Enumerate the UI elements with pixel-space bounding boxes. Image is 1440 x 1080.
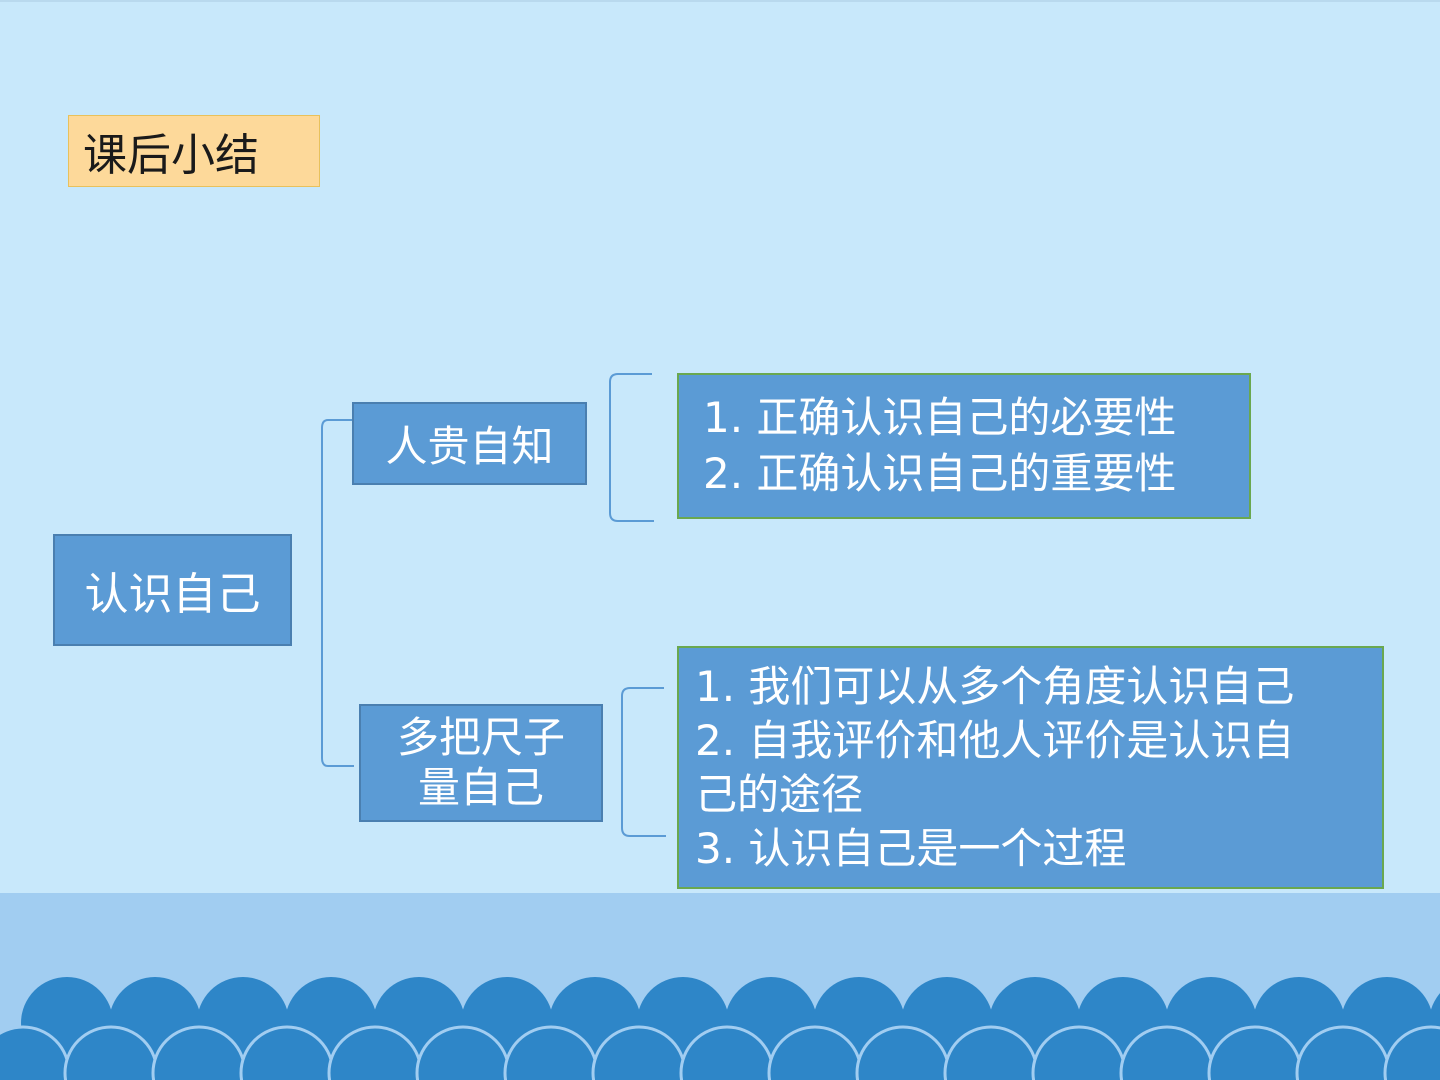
detail-point: 2. 正确认识自己的重要性: [703, 449, 1177, 498]
branch-node-1: 人贵自知: [352, 402, 587, 485]
detail-point: 1. 正确认识自己的必要性: [703, 393, 1177, 442]
branch-node-2-label-line2: 量自己: [417, 763, 544, 812]
root-node-label: 认识自己: [84, 569, 261, 620]
root-bracket: [321, 419, 354, 767]
root-node: 认识自己: [53, 534, 292, 646]
wave-decoration: [0, 977, 1440, 1080]
branch2-bracket: [621, 687, 666, 837]
branch-2-detail-box: 1. 我们可以从多个角度认识自己 2. 自我评价和他人评价是认识自 己的途径 3…: [677, 646, 1384, 889]
branch1-bracket: [609, 373, 654, 522]
wave-circle: [1383, 1025, 1440, 1080]
detail-point: 2. 自我评价和他人评价是认识自: [695, 715, 1295, 765]
slide-title-text: 课后小结: [83, 130, 259, 181]
branch-node-2: 多把尺子 量自己: [359, 704, 603, 822]
branch-node-2-label-line1: 多把尺子: [396, 713, 565, 762]
slide-title: 课后小结: [68, 115, 320, 187]
top-border-line: [0, 0, 1440, 2]
detail-point: 1. 我们可以从多个角度认识自己: [695, 661, 1295, 711]
detail-point: 己的途径: [695, 769, 864, 819]
detail-point: 3. 认识自己是一个过程: [695, 823, 1127, 873]
branch-node-1-label: 人贵自知: [385, 422, 554, 471]
branch-1-detail-box: 1. 正确认识自己的必要性 2. 正确认识自己的重要性: [677, 373, 1251, 519]
